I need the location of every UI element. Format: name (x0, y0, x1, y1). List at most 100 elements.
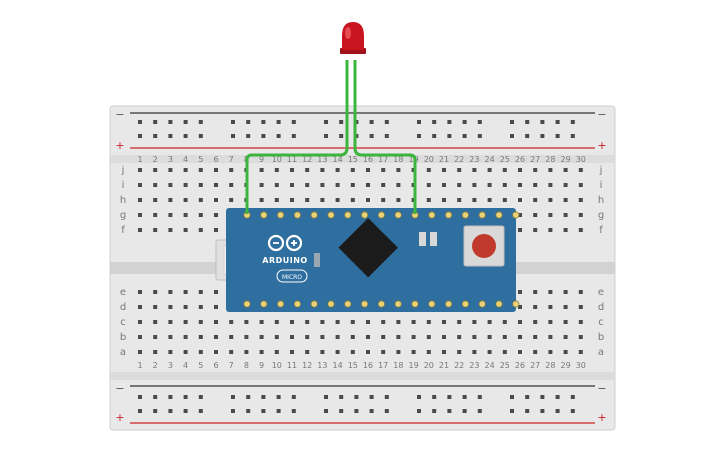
breadboard-hole[interactable] (563, 213, 568, 217)
breadboard-hole[interactable] (198, 168, 203, 172)
breadboard-hole[interactable] (411, 320, 416, 324)
breadboard-hole[interactable] (183, 335, 188, 339)
breadboard-hole[interactable] (214, 213, 218, 217)
breadboard-hole[interactable] (305, 335, 310, 339)
breadboard-hole[interactable] (214, 290, 218, 294)
breadboard-hole[interactable] (320, 168, 325, 172)
arduino-pin[interactable] (428, 211, 436, 219)
breadboard-hole[interactable] (183, 320, 188, 324)
arduino-pin[interactable] (478, 300, 486, 308)
breadboard-hole[interactable] (231, 395, 235, 399)
breadboard-hole[interactable] (533, 290, 538, 294)
breadboard-hole[interactable] (518, 168, 522, 172)
breadboard-hole[interactable] (138, 168, 142, 172)
breadboard-hole[interactable] (578, 320, 583, 324)
arduino-pin[interactable] (310, 300, 318, 308)
green-wire-right[interactable] (353, 60, 417, 214)
arduino-pin[interactable] (394, 211, 402, 219)
arduino-pin[interactable] (260, 211, 268, 219)
breadboard-hole[interactable] (153, 320, 158, 324)
breadboard-hole[interactable] (502, 335, 507, 339)
arduino-pin[interactable] (495, 300, 503, 308)
breadboard-hole[interactable] (229, 335, 234, 339)
breadboard-hole[interactable] (396, 198, 401, 202)
breadboard-hole[interactable] (168, 213, 173, 217)
breadboard-hole[interactable] (320, 320, 325, 324)
arduino-pin[interactable] (444, 211, 453, 219)
arduino-pin[interactable] (444, 300, 453, 308)
breadboard-hole[interactable] (548, 228, 553, 232)
breadboard-hole[interactable] (533, 213, 538, 217)
red-led[interactable] (340, 22, 366, 54)
breadboard-hole[interactable] (540, 395, 545, 399)
breadboard-hole[interactable] (305, 198, 310, 202)
breadboard-hole[interactable] (548, 305, 553, 309)
breadboard-hole[interactable] (396, 183, 401, 187)
breadboard-hole[interactable] (229, 198, 234, 202)
arduino-pin[interactable] (344, 300, 352, 308)
breadboard-hole[interactable] (578, 213, 583, 217)
breadboard-hole[interactable] (138, 120, 142, 124)
breadboard-hole[interactable] (472, 198, 477, 202)
breadboard-hole[interactable] (518, 305, 522, 309)
breadboard-hole[interactable] (183, 134, 188, 138)
breadboard-hole[interactable] (369, 395, 374, 399)
breadboard-hole[interactable] (472, 320, 477, 324)
breadboard-hole[interactable] (153, 395, 158, 399)
breadboard-hole[interactable] (274, 168, 279, 172)
breadboard-hole[interactable] (381, 335, 386, 339)
breadboard-hole[interactable] (246, 120, 251, 124)
breadboard-hole[interactable] (457, 198, 462, 202)
breadboard-hole[interactable] (183, 409, 188, 413)
breadboard-hole[interactable] (229, 168, 234, 172)
breadboard-hole[interactable] (477, 409, 482, 413)
breadboard-hole[interactable] (261, 120, 266, 124)
breadboard-hole[interactable] (305, 320, 310, 324)
breadboard-hole[interactable] (533, 198, 538, 202)
arduino-pin[interactable] (327, 300, 335, 308)
breadboard-hole[interactable] (426, 350, 431, 354)
breadboard-hole[interactable] (168, 350, 173, 354)
arduino-pin[interactable] (344, 211, 352, 219)
breadboard-hole[interactable] (578, 198, 583, 202)
breadboard-hole[interactable] (502, 183, 507, 187)
breadboard-hole[interactable] (563, 335, 568, 339)
breadboard-hole[interactable] (555, 134, 560, 138)
breadboard-hole[interactable] (291, 120, 296, 124)
breadboard-hole[interactable] (563, 320, 568, 324)
breadboard-hole[interactable] (533, 305, 538, 309)
breadboard-hole[interactable] (246, 409, 251, 413)
arduino-pin[interactable] (461, 300, 469, 308)
breadboard-hole[interactable] (229, 183, 234, 187)
breadboard-hole[interactable] (432, 395, 437, 399)
breadboard-hole[interactable] (417, 120, 421, 124)
breadboard-hole[interactable] (168, 183, 173, 187)
breadboard-hole[interactable] (540, 134, 545, 138)
breadboard-hole[interactable] (138, 183, 142, 187)
breadboard-hole[interactable] (533, 228, 538, 232)
breadboard-hole[interactable] (261, 395, 266, 399)
breadboard-hole[interactable] (168, 305, 173, 309)
breadboard-hole[interactable] (246, 134, 251, 138)
arduino-pin[interactable] (260, 300, 268, 308)
breadboard-hole[interactable] (276, 395, 281, 399)
breadboard-hole[interactable] (442, 320, 446, 324)
breadboard-hole[interactable] (214, 320, 218, 324)
breadboard-hole[interactable] (335, 335, 340, 339)
breadboard-hole[interactable] (290, 335, 294, 339)
breadboard-hole[interactable] (320, 335, 325, 339)
breadboard-hole[interactable] (320, 350, 325, 354)
breadboard-hole[interactable] (548, 290, 553, 294)
breadboard-hole[interactable] (525, 395, 530, 399)
breadboard-hole[interactable] (229, 350, 234, 354)
breadboard-hole[interactable] (533, 335, 538, 339)
breadboard-hole[interactable] (153, 168, 158, 172)
breadboard-hole[interactable] (183, 290, 188, 294)
breadboard-hole[interactable] (417, 395, 421, 399)
breadboard-hole[interactable] (578, 183, 583, 187)
breadboard-hole[interactable] (381, 168, 386, 172)
breadboard-hole[interactable] (138, 198, 142, 202)
breadboard-hole[interactable] (198, 198, 203, 202)
breadboard-hole[interactable] (396, 168, 401, 172)
breadboard-hole[interactable] (366, 335, 370, 339)
